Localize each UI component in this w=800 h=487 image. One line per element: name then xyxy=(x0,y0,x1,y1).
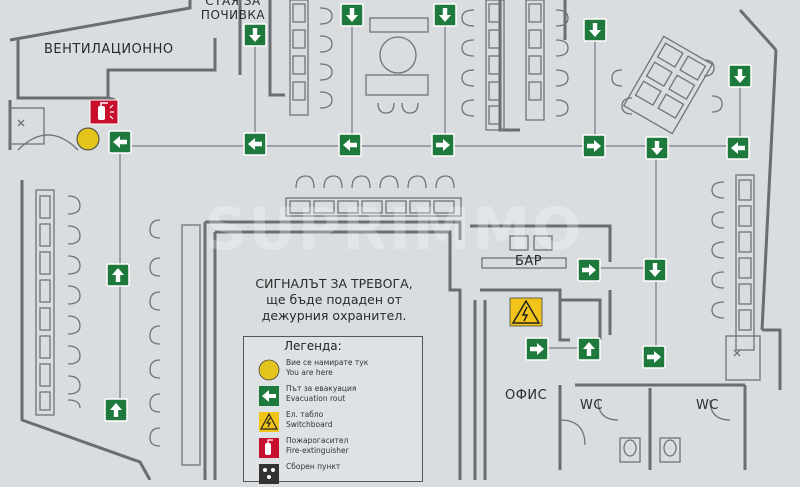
evacuation-arrow-right xyxy=(525,337,549,361)
bar-counter xyxy=(481,235,567,269)
evacuation-arrow-right xyxy=(431,133,455,157)
evacuation-arrow-left xyxy=(108,130,132,154)
electric-hazard-icon xyxy=(259,412,279,432)
wc-left-label: WC xyxy=(580,398,603,413)
watermark: SUPRIMMO xyxy=(205,195,584,263)
legend-item: Сборен пункт xyxy=(244,461,422,487)
evacuation-arrows xyxy=(104,3,752,422)
fire-extinguisher-icon xyxy=(89,99,119,125)
alarm-notice-line: дежурния охранител. xyxy=(261,308,407,323)
wc-right-label: WC xyxy=(696,398,719,413)
evacuation-arrow-down xyxy=(728,64,752,88)
evacuation-arrow-right xyxy=(577,258,601,282)
bar-label: БАР xyxy=(515,254,543,269)
alarm-notice-line: ще бъде подаден от xyxy=(266,292,402,307)
evacuation-arrow-down xyxy=(340,3,364,27)
evacuation-arrow-right xyxy=(582,134,606,158)
legend-item-label-bg: Вие се намирате тук xyxy=(286,358,369,367)
exit-doors xyxy=(9,107,761,381)
legend-item-label-en: Switchboard xyxy=(286,419,333,429)
restroom-fixtures xyxy=(559,399,731,463)
upper-seating xyxy=(289,0,569,131)
legend-item-label-en: Fire-extinguisher xyxy=(286,445,349,455)
legend-item-label-bg: Ел. табло xyxy=(286,410,324,419)
rest-room-label: СТАЯ ЗА ПОЧИВКА xyxy=(200,0,266,22)
evacuation-arrow-down xyxy=(645,136,669,160)
legend-item-label-en: You are here xyxy=(286,367,333,377)
inner-walls xyxy=(203,220,747,480)
you-are-here-icon xyxy=(76,127,100,151)
left-seating xyxy=(35,189,201,466)
legend-item-label-bg: Сборен пункт xyxy=(286,462,341,471)
ventilation-room-label: ВЕНТИЛАЦИОННО xyxy=(44,42,174,57)
evacuation-arrow-up xyxy=(577,337,601,361)
right-seating xyxy=(611,35,755,351)
evacuation-arrow-up xyxy=(104,398,128,422)
alarm-notice: СИГНАЛЪТ ЗА ТРЕВОГА, ще бъде подаден от … xyxy=(238,276,430,324)
evacuation-arrow-down xyxy=(243,23,267,47)
assembly-point-icon xyxy=(259,464,279,484)
top-banquette xyxy=(285,175,462,217)
you-are-here-icon xyxy=(258,359,280,381)
evacuation-arrow-down xyxy=(583,18,607,42)
fire-extinguisher-icon xyxy=(259,438,279,458)
legend-item-text: Сборен пункт xyxy=(286,462,340,472)
legend-item-label-bg: Път за евакуация xyxy=(286,384,357,393)
evacuation-arrow-left xyxy=(726,136,750,160)
evacuation-arrow-down xyxy=(433,3,457,27)
alarm-notice-line: СИГНАЛЪТ ЗА ТРЕВОГА, xyxy=(255,276,413,291)
legend-title: Легенда: xyxy=(284,339,342,353)
legend-item-label-bg: Пожарогасител xyxy=(286,436,349,445)
office-label: ОФИС xyxy=(505,388,548,403)
evacuation-arrow-icon xyxy=(259,386,279,406)
evacuation-arrow-right xyxy=(642,345,666,369)
evacuation-arrow-down xyxy=(643,258,667,282)
legend-item-label-en: Evacuation rout xyxy=(286,393,346,403)
evacuation-arrow-left xyxy=(243,132,267,156)
evacuation-arrow-left xyxy=(338,133,362,157)
outer-walls xyxy=(8,0,782,480)
electric-hazard-icon xyxy=(509,297,543,327)
evacuation-arrow-up xyxy=(106,263,130,287)
